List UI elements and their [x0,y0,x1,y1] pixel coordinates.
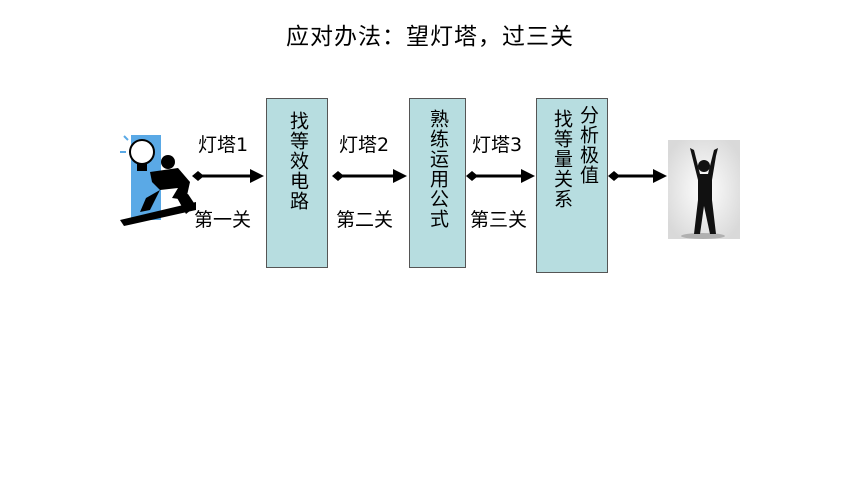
arrow-3 [466,169,535,183]
page-title: 应对办法：望灯塔，过三关 [286,24,574,50]
arrow-4 [608,169,667,183]
celebrating-person-icon [668,140,740,239]
box-analyze-extremum-text: 分析极值 [577,105,599,185]
lighthouse-1-label: 灯塔1 [198,134,249,156]
lighthouse-3-label: 灯塔3 [472,134,523,156]
box-apply-formula-text: 熟练运用公式 [427,109,449,229]
lightbulb-man-icon [120,135,196,226]
pass-1-label: 第一关 [194,209,252,231]
lighthouse-2-label: 灯塔2 [339,134,390,156]
box-find-equal-relation-text: 找等量关系 [551,109,573,209]
box-apply-formula: 熟练运用公式 [409,98,466,268]
box-equivalent-circuit-text: 找等效电路 [287,111,309,211]
arrow-1 [192,169,264,183]
pass-2-label: 第二关 [336,209,394,231]
arrow-2 [332,169,407,183]
pass-3-label: 第三关 [470,209,528,231]
box-equivalent-circuit: 找等效电路 [266,98,328,268]
box-equal-relation: 分析极值 找等量关系 [536,98,608,273]
